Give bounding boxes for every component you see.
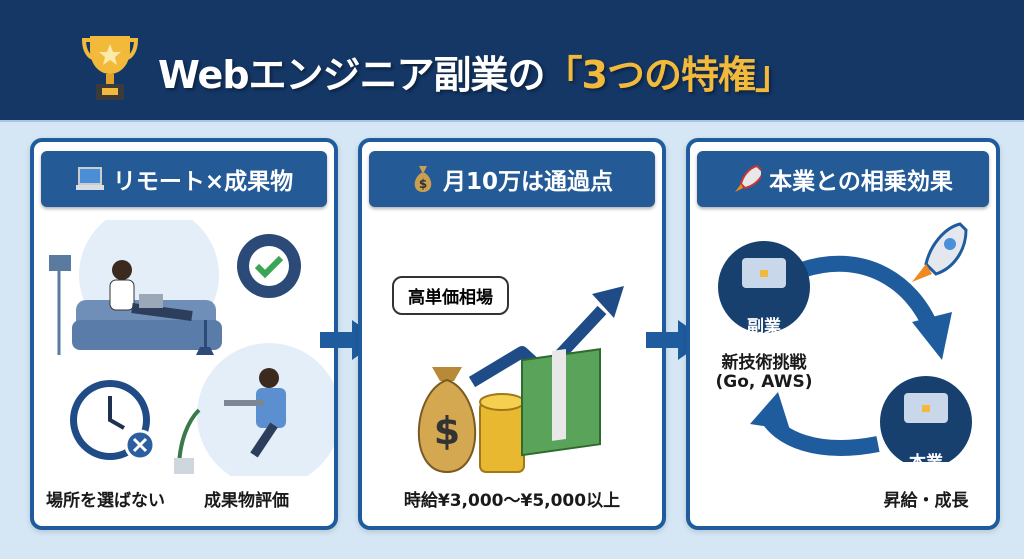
panel-title: 本業との相乗効果 (769, 169, 953, 195)
side-job-circle (718, 241, 810, 333)
cycle-diagram (718, 222, 972, 462)
panel-remote: リモート×成果物 場所を選ばない 成果物評価 (30, 138, 338, 530)
laptop-icon (75, 167, 104, 190)
panel-synergy: 本業との相乗効果 副業 新技術挑戦 (Go, AWS) 本業 昇給・成長 (686, 138, 1000, 530)
side-job-tech: (Go, AWS) (715, 372, 813, 392)
label-hourly-rate: 時給¥3,000〜¥5,000以上 (403, 491, 621, 511)
rocket-icon (912, 222, 968, 282)
money-bag-icon: $ (414, 166, 432, 192)
clock-icon (70, 380, 156, 461)
title-main: Webエンジニア副業の (158, 53, 546, 97)
panel-title: リモート×成果物 (112, 169, 294, 195)
cash-stack (521, 348, 601, 457)
main-job-circle (880, 376, 972, 462)
income-illustration: $ (417, 286, 624, 474)
panel-header: 本業との相乗効果 (697, 151, 989, 207)
svg-text:$: $ (434, 409, 460, 453)
bubble-text: 高単価相場 (408, 288, 493, 308)
panel-header: $ 月10万は通過点 (369, 151, 655, 207)
panel-header: リモート×成果物 (41, 151, 327, 207)
speech-bubble: 高単価相場 (392, 276, 509, 315)
page-title: Webエンジニア副業の「3つの特権」 (158, 44, 793, 99)
side-job-label: 副業 (747, 317, 781, 337)
remote-work-illustration (49, 220, 334, 476)
side-job-desc: 新技術挑戦 (721, 353, 807, 373)
main-job-desc: 昇給・成長 (883, 491, 969, 511)
panel-title: 月10万は通過点 (442, 169, 613, 195)
svg-text:$: $ (419, 177, 427, 191)
coin-stack (479, 393, 525, 473)
label-deliverable-evaluation: 成果物評価 (204, 491, 289, 511)
header-banner: Webエンジニア副業の「3つの特権」 (0, 0, 1024, 122)
trophy-icon (82, 36, 138, 100)
label-location-free: 場所を選ばない (46, 491, 165, 511)
gear-check-icon (237, 234, 301, 298)
money-bag: $ (417, 367, 477, 474)
main-job-label: 本業 (909, 453, 943, 473)
rocket-icon (735, 164, 762, 192)
panel-income: $ 月10万は通過点 高単価相場 $ 時給¥3,000〜¥5,000以上 (358, 138, 666, 530)
title-highlight: 「3つの特権」 (544, 53, 793, 97)
